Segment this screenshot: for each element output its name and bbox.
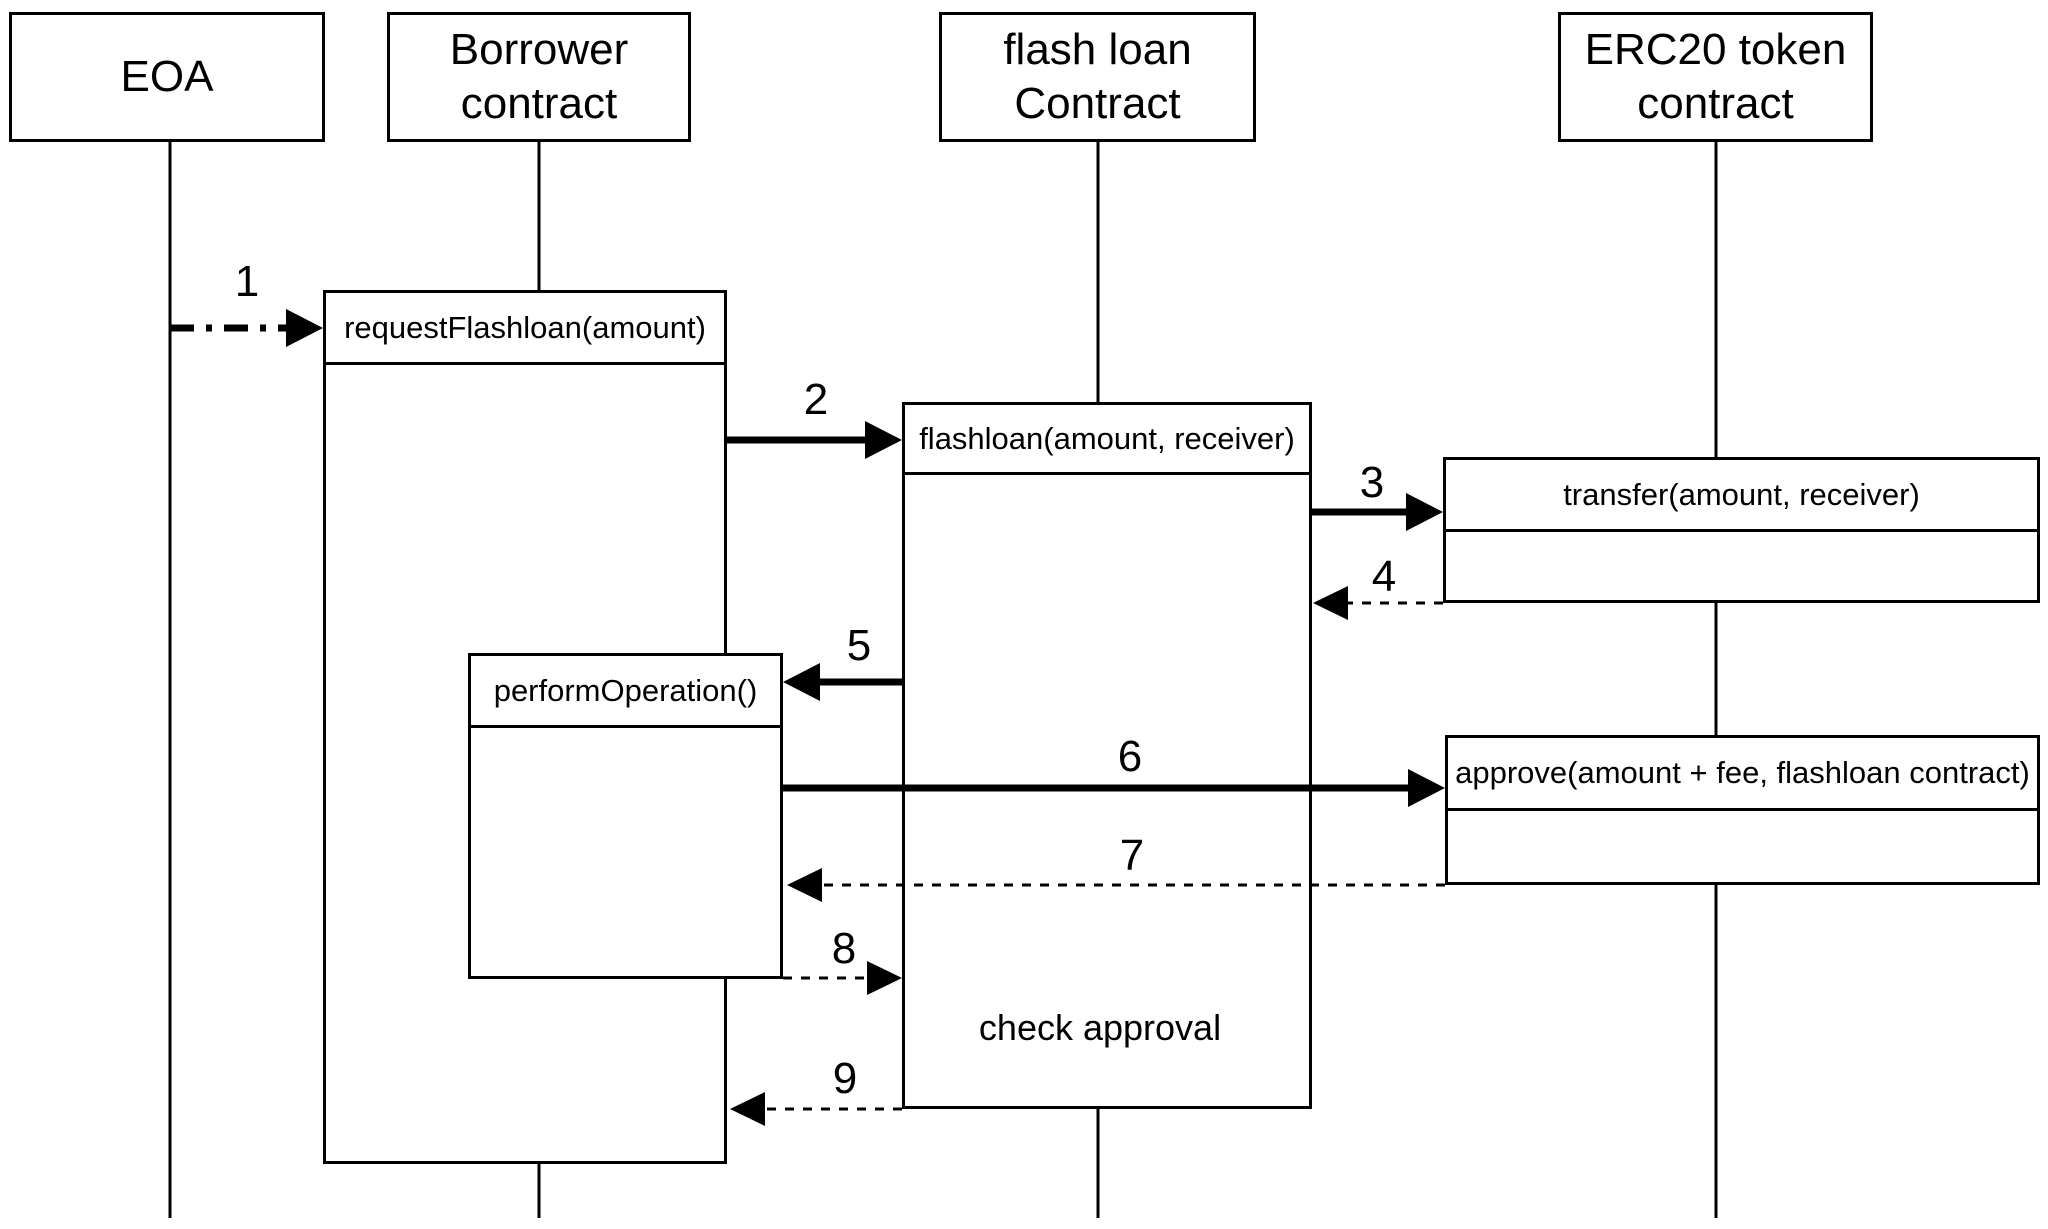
actor-borrower-contract-label: Borrower contract bbox=[449, 25, 629, 128]
actor-flashloan-contract-label: flash loan Contract bbox=[1003, 25, 1192, 128]
actor-eoa-label: EOA bbox=[120, 52, 214, 102]
message-5-arrow bbox=[783, 663, 902, 701]
actor-eoa: EOA bbox=[9, 12, 325, 142]
actor-flashloan-contract: flash loan Contract bbox=[939, 12, 1256, 142]
check-approval-note: check approval bbox=[978, 1007, 1222, 1048]
message-1-arrow bbox=[170, 309, 323, 347]
message-2-arrow bbox=[727, 421, 902, 459]
message-9-number: 9 bbox=[832, 1054, 858, 1103]
message-2-number: 2 bbox=[803, 375, 829, 424]
call-label-request-flashloan: requestFlashloan(amount) bbox=[326, 293, 724, 365]
message-9-arrow bbox=[730, 1092, 902, 1126]
message-8-number: 8 bbox=[831, 924, 857, 973]
actor-erc20-contract-label: ERC20 token contract bbox=[1584, 25, 1847, 128]
message-1-number: 1 bbox=[234, 257, 260, 306]
message-6-number: 6 bbox=[1117, 732, 1143, 781]
message-4-number: 4 bbox=[1371, 552, 1397, 601]
call-label-flashloan: flashloan(amount, receiver) bbox=[905, 405, 1309, 475]
call-label-perform-operation: performOperation() bbox=[471, 656, 780, 728]
actor-erc20-contract: ERC20 token contract bbox=[1558, 12, 1873, 142]
message-3-number: 3 bbox=[1359, 458, 1385, 507]
actor-borrower-contract: Borrower contract bbox=[387, 12, 691, 142]
message-5-number: 5 bbox=[846, 621, 872, 670]
call-label-transfer: transfer(amount, receiver) bbox=[1446, 460, 2037, 532]
activation-perform-operation: performOperation() bbox=[468, 653, 783, 979]
activation-flashloan: flashloan(amount, receiver) bbox=[902, 402, 1312, 1109]
message-7-number: 7 bbox=[1119, 831, 1145, 880]
activation-approve: approve(amount + fee, flashloan contract… bbox=[1445, 735, 2040, 885]
call-label-approve: approve(amount + fee, flashloan contract… bbox=[1448, 738, 2037, 811]
activation-transfer: transfer(amount, receiver) bbox=[1443, 457, 2040, 603]
